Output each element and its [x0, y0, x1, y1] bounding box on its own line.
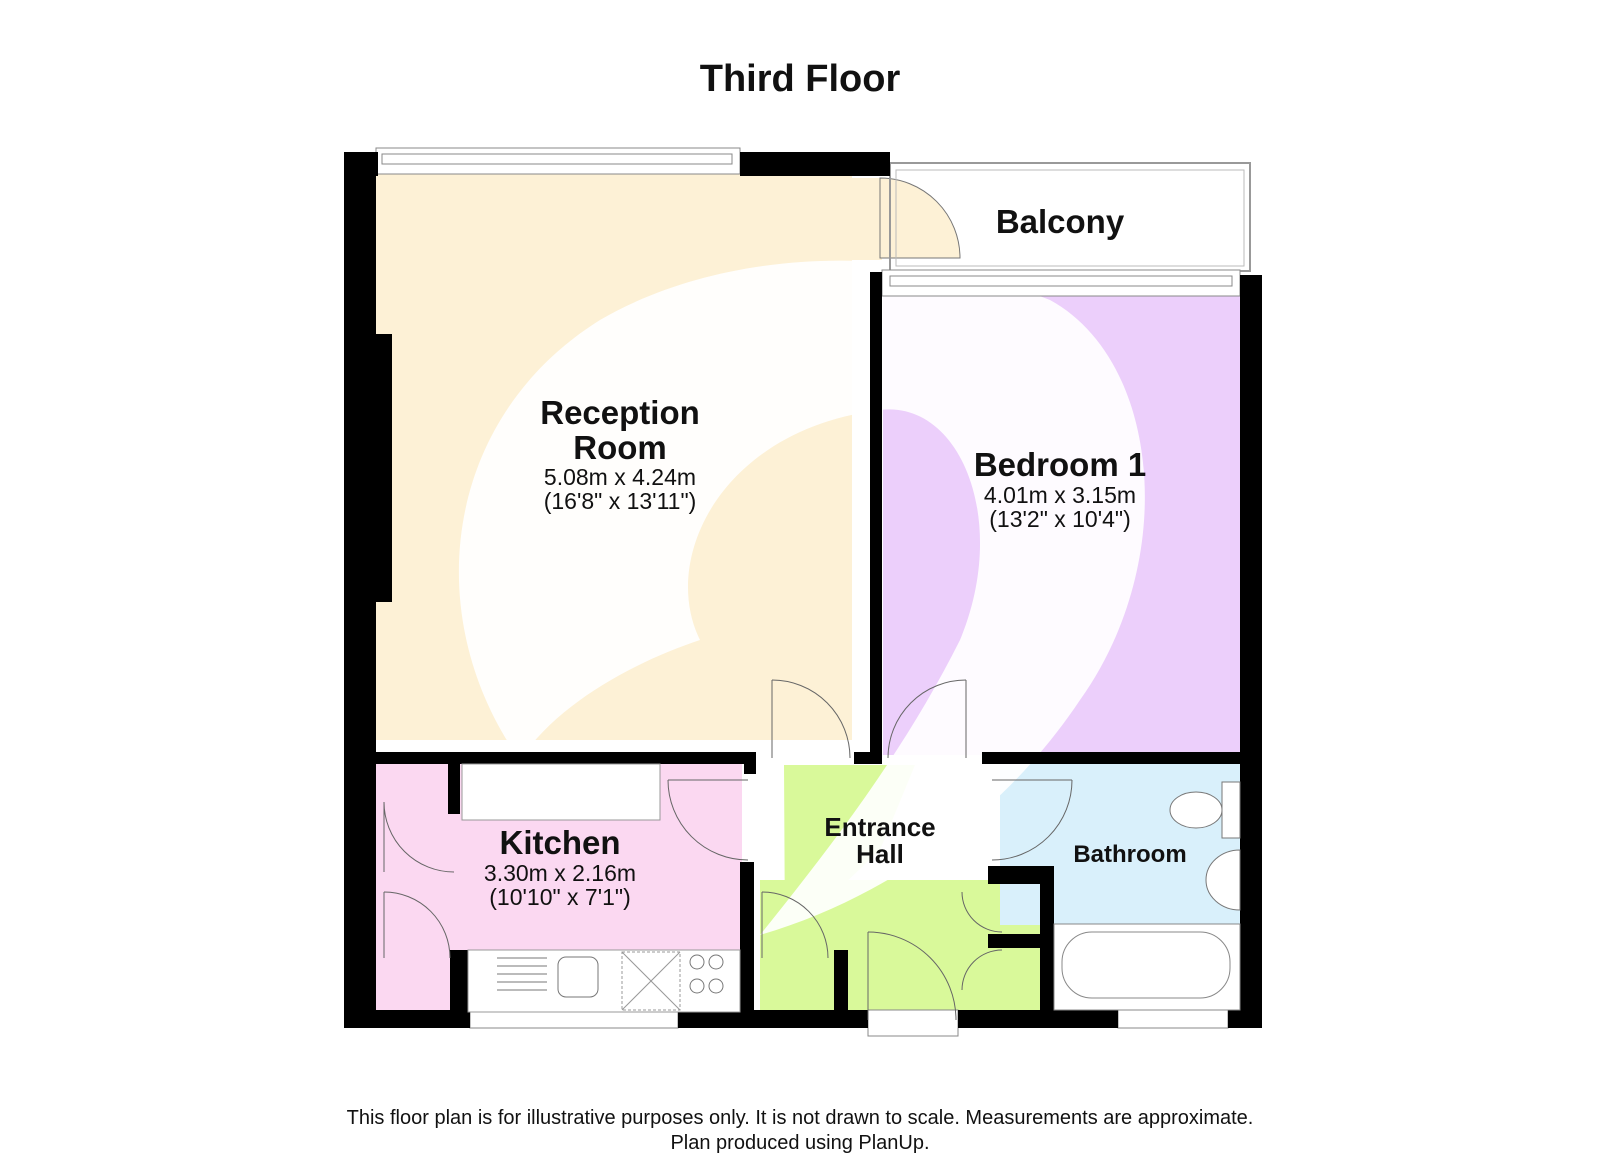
window-bathroom — [1117, 1009, 1229, 1029]
hall-label: Entrance Hall — [800, 812, 960, 870]
kitchen-name: Kitchen — [499, 824, 621, 861]
sink-icon — [497, 956, 599, 998]
disclaimer-line: This floor plan is for illustrative purp… — [346, 1107, 1254, 1129]
hall-name-2: Hall — [856, 839, 904, 870]
bedroom-label: Bedroom 1 4.01m x 3.15m (13'2" x 10'4") — [920, 446, 1200, 532]
reception-imperial: (16'8" x 13'11") — [543, 488, 697, 515]
window-reception — [375, 147, 741, 175]
balcony-door-fill — [852, 178, 882, 260]
kitchen-counter-bottom — [467, 949, 741, 1013]
kitchen-counter-top — [461, 763, 661, 821]
hall-fill-2 — [760, 880, 1048, 1020]
kitchen-label: Kitchen 3.30m x 2.16m (10'10" x 7'1") — [430, 824, 690, 910]
balcony-name: Balcony — [995, 203, 1125, 240]
window-bedroom — [881, 269, 1241, 297]
balcony-label: Balcony — [960, 203, 1160, 240]
kitchen-metric: 3.30m x 2.16m — [483, 859, 637, 886]
bathroom-label: Bathroom — [1050, 842, 1210, 867]
floor-title: Third Floor — [699, 58, 901, 100]
bedroom-name: Bedroom 1 — [973, 446, 1147, 483]
basin-icon — [1205, 849, 1241, 911]
bedroom-imperial: (13'2" x 10'4") — [989, 505, 1131, 532]
reception-name-2: Room — [573, 428, 667, 466]
hob-icon — [689, 954, 724, 994]
door-swings — [383, 679, 1073, 1021]
balcony-door-swing — [879, 177, 961, 259]
walls — [344, 152, 1262, 1028]
window-kitchen — [469, 1009, 679, 1029]
reception-metric: 5.08m x 4.24m — [543, 464, 697, 491]
reception-label: Reception Room 5.08m x 4.24m (16'8" x 13… — [480, 394, 760, 515]
watermark-swoosh — [458, 260, 1145, 935]
bathtub-icon — [1053, 923, 1241, 1011]
hall-name: Entrance — [824, 812, 936, 842]
toilet-icon — [1169, 781, 1241, 839]
bathroom-name: Bathroom — [1073, 841, 1187, 868]
credit-line: Plan produced using PlanUp. — [670, 1132, 930, 1154]
bedroom-metric: 4.01m x 3.15m — [983, 481, 1137, 508]
front-door-threshold — [867, 1009, 959, 1037]
kitchen-imperial: (10'10" x 7'1") — [489, 883, 631, 910]
reception-name: Reception — [540, 394, 700, 431]
